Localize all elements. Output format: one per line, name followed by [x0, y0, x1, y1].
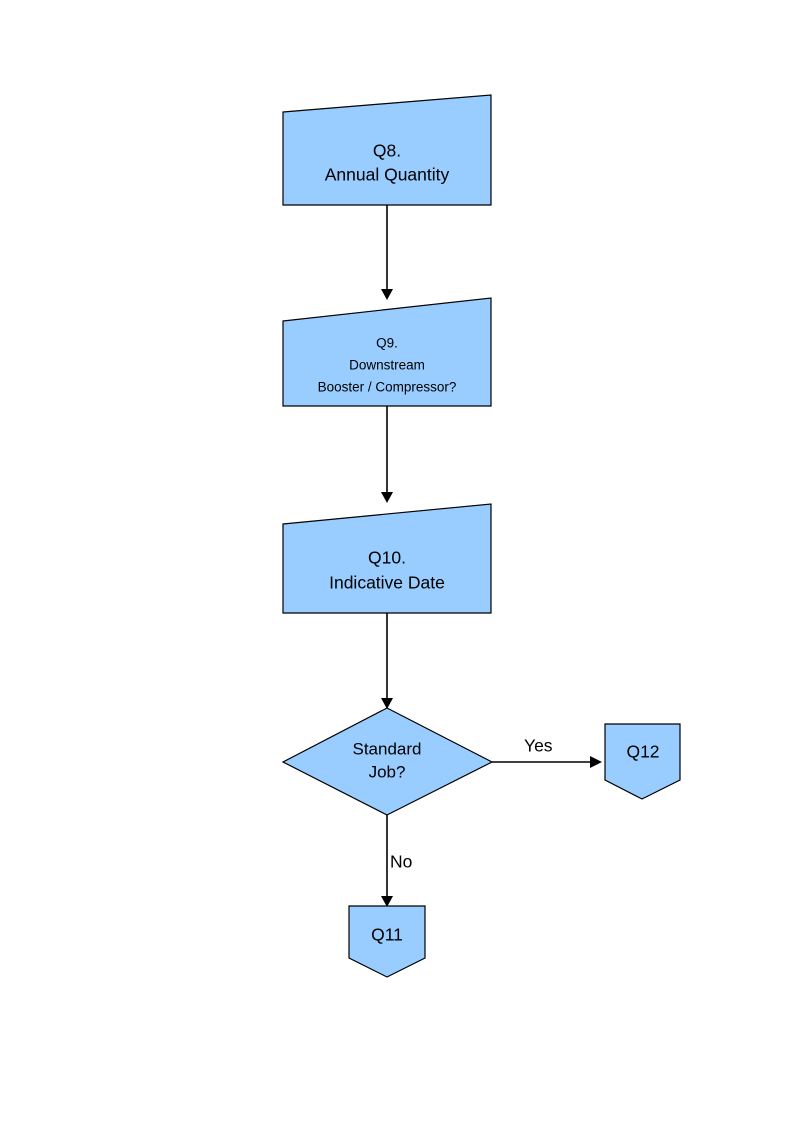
q9-label-line1: Q9. [376, 336, 398, 351]
edge-q10-to-decision-arrowhead [381, 698, 393, 709]
edge-q10-to-decision [381, 613, 393, 709]
q12-shape[interactable] [604, 723, 681, 800]
edge-decision-to-q12: Yes [492, 736, 602, 768]
node-q9[interactable]: Q9. Downstream Booster / Compressor? [282, 297, 492, 407]
q11-shape[interactable] [348, 905, 426, 978]
node-q10[interactable]: Q10. Indicative Date [282, 503, 492, 614]
edge-label-yes: Yes [524, 736, 553, 756]
edge-q8-to-q9-arrowhead [381, 289, 393, 300]
decision-label-line2: Job? [369, 762, 406, 781]
q11-label: Q11 [371, 925, 403, 945]
edge-q9-to-q10-arrowhead [381, 492, 393, 503]
edge-decision-to-q11: No [381, 815, 412, 907]
q8-label-line2: Annual Quantity [325, 165, 450, 185]
q9-label-line3: Booster / Compressor? [318, 380, 457, 395]
q8-shape[interactable] [282, 94, 492, 206]
q12-label: Q12 [626, 742, 659, 762]
q10-label-line1: Q10. [368, 548, 406, 568]
node-q11[interactable]: Q11 [348, 905, 426, 978]
q10-shape[interactable] [282, 503, 492, 614]
q10-label-line2: Indicative Date [329, 573, 445, 593]
edge-decision-to-q11-arrowhead [381, 896, 393, 907]
decision-label-line1: Standard [353, 739, 422, 758]
edge-decision-to-q12-arrowhead [590, 756, 602, 768]
q8-label-line1: Q8. [373, 141, 401, 161]
node-q12[interactable]: Q12 [604, 723, 681, 800]
edge-label-no: No [390, 852, 412, 872]
edge-q9-to-q10 [381, 406, 393, 503]
node-q8[interactable]: Q8. Annual Quantity [282, 94, 492, 206]
q9-label-line2: Downstream [349, 358, 425, 373]
node-decision-standard-job[interactable]: Standard Job? [281, 707, 494, 816]
q9-shape[interactable] [282, 297, 492, 407]
edge-q8-to-q9 [381, 205, 393, 300]
